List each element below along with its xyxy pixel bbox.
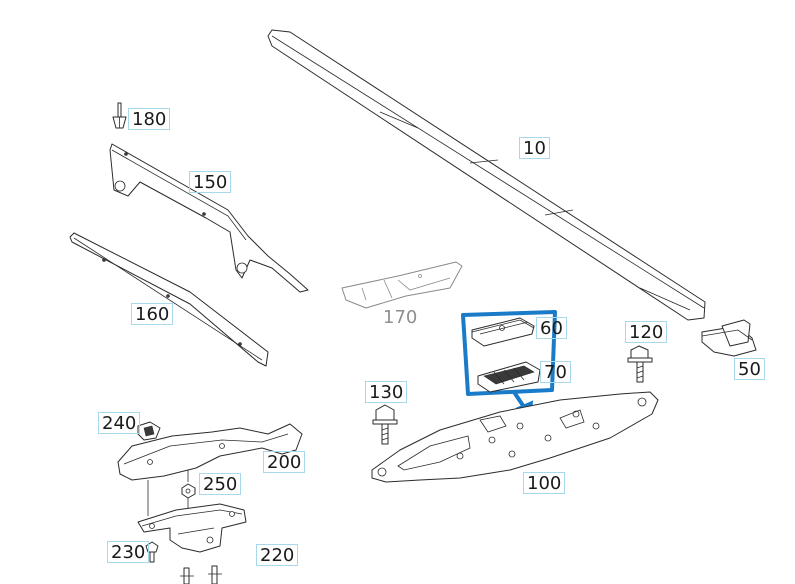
part-200-cover[interactable]	[117, 423, 303, 516]
part-150-bracket[interactable]	[109, 143, 309, 293]
part-250-nut[interactable]	[181, 483, 196, 510]
part-180-rivet[interactable]	[112, 102, 127, 129]
callout-240[interactable]: 240	[98, 412, 141, 434]
bottom-studs	[180, 565, 222, 584]
callout-230[interactable]: 230	[107, 541, 150, 563]
callout-120[interactable]: 120	[625, 321, 668, 343]
part-220-bracket[interactable]	[137, 503, 247, 553]
callout-250[interactable]: 250	[199, 473, 242, 495]
callout-170[interactable]: 170	[383, 307, 418, 328]
part-10-rail[interactable]	[267, 29, 706, 321]
callout-100[interactable]: 100	[523, 472, 566, 494]
part-170-bracket[interactable]	[341, 261, 463, 309]
callout-180[interactable]: 180	[128, 108, 171, 130]
part-240-clip[interactable]	[137, 421, 161, 441]
callout-50[interactable]: 50	[734, 358, 765, 380]
part-120-bolt[interactable]	[627, 345, 653, 383]
callout-60[interactable]: 60	[536, 317, 567, 339]
part-60-pad[interactable]	[471, 317, 535, 347]
callout-200[interactable]: 200	[263, 451, 306, 473]
part-130-bolt[interactable]	[372, 404, 398, 445]
callout-220[interactable]: 220	[256, 544, 299, 566]
part-100-plate[interactable]	[371, 391, 659, 483]
callout-130[interactable]: 130	[365, 381, 408, 403]
callout-150[interactable]: 150	[189, 171, 232, 193]
callout-160[interactable]: 160	[131, 303, 174, 325]
part-70-pad[interactable]	[477, 361, 541, 393]
part-50-clip[interactable]	[701, 319, 757, 357]
callout-70[interactable]: 70	[540, 361, 571, 383]
callout-10[interactable]: 10	[519, 137, 550, 159]
part-160-strip[interactable]	[69, 232, 269, 367]
